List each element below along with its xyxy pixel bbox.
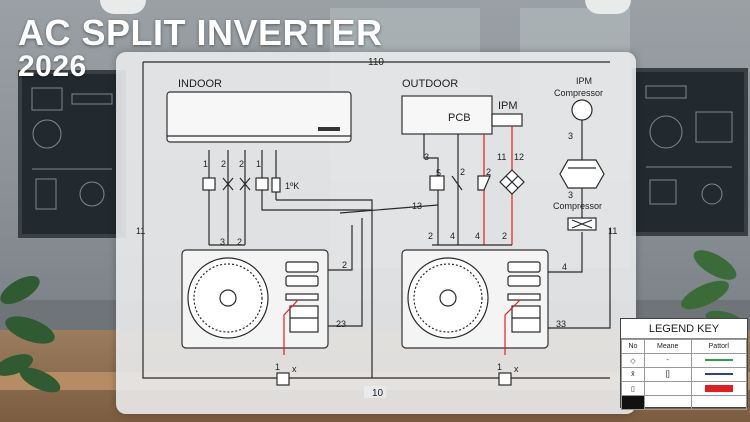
label-comp-3a: 3 — [568, 131, 573, 141]
label-comp-3b: 3 — [568, 190, 573, 200]
label-out-3: 3 — [424, 152, 429, 162]
legend-meaning: [] — [643, 367, 692, 382]
page-title: AC SPLIT INVERTER 2026 — [18, 14, 383, 82]
label-mid-2: 2 — [342, 260, 347, 270]
outdoor-label: OUTDOOR — [402, 78, 458, 90]
legend-pattern — [690, 395, 748, 410]
compressor-assembly — [559, 99, 605, 231]
legend-row: ■ — [621, 395, 748, 410]
legend-title: LEGEND KEY — [621, 319, 747, 339]
label-indoor-1b: 1 — [256, 159, 261, 169]
label-out-33: 33 — [556, 319, 566, 329]
bottom-switch-left — [276, 372, 290, 386]
legend-symbol: ◇ — [621, 353, 645, 368]
pcb-label: PCB — [448, 112, 471, 124]
label-out-4c: 4 — [562, 262, 567, 272]
label-out-5: 5 — [436, 168, 441, 178]
legend-meaning — [643, 395, 692, 410]
label-bot-xa: x — [292, 364, 297, 374]
label-out-4b: 4 — [475, 231, 480, 241]
ipm-compressor-sub-label: Compressor — [554, 88, 603, 98]
label-indoor-1pk: 1ºK — [285, 181, 299, 191]
label-bot-xb: x — [514, 364, 519, 374]
indoor-unit — [166, 91, 352, 143]
legend-pattern — [690, 367, 748, 382]
legend-meaning — [643, 381, 692, 396]
label-mid-23: 23 — [336, 319, 346, 329]
ipm-label: IPM — [498, 100, 518, 112]
crossover-wiring — [276, 199, 439, 378]
compressor-label: Compressor — [553, 201, 602, 211]
label-indoor-1: 1 — [203, 159, 208, 169]
legend-swatch — [705, 401, 733, 403]
pcb-box — [401, 95, 493, 135]
legend-symbol: ▯ — [621, 381, 645, 396]
ceiling-lamp — [585, 0, 631, 14]
outdoor-unit-left — [181, 249, 329, 355]
label-wire-left: 11 — [136, 226, 145, 236]
title-line-2: 2026 — [18, 50, 87, 83]
label-wire-right: 11 — [608, 226, 617, 236]
label-indoor-2b: 2 — [239, 159, 244, 169]
plant-left — [0, 276, 61, 393]
ipm-compressor-top-label: IPM — [576, 76, 592, 86]
legend-swatch — [704, 359, 733, 362]
legend-swatch — [704, 384, 733, 392]
legend-key: LEGEND KEY No Meane Pattorl ◇ - x̄ [] ▯ … — [620, 318, 748, 410]
legend-row: ▯ — [621, 381, 748, 396]
label-out-2b: 2 — [486, 167, 491, 177]
legend-row: x̄ [] — [621, 367, 748, 382]
label-indoor-2a: 2 — [221, 159, 226, 169]
label-indoor-3: 3 — [220, 237, 225, 247]
label-bot-1a: 1 — [275, 362, 280, 372]
label-wire-top: 110 — [368, 57, 384, 68]
indoor-wiring — [202, 150, 372, 246]
outdoor-wiring — [423, 126, 525, 246]
legend-swatch — [704, 373, 733, 376]
label-out-11: 11 — [497, 152, 506, 162]
legend-row: ◇ - — [621, 353, 748, 368]
ipm-connector — [491, 113, 523, 127]
wire-left-bottom — [142, 62, 610, 379]
legend-table: No Meane Pattorl ◇ - x̄ [] ▯ ■ — [621, 339, 748, 410]
label-out-2a: 2 — [460, 167, 465, 177]
label-bot-1b: 1 — [497, 362, 502, 372]
legend-meaning: - — [643, 353, 692, 368]
label-wire-bottom: 10 — [372, 388, 384, 399]
label-out-12: 12 — [514, 152, 524, 162]
label-out-2c: 2 — [428, 231, 433, 241]
label-out-4a: 4 — [450, 231, 455, 241]
ceiling-lamp — [100, 0, 146, 14]
label-mid-13: 13 — [412, 201, 422, 211]
legend-symbol: ■ — [621, 395, 645, 410]
label-out-2d: 2 — [502, 231, 507, 241]
legend-pattern — [690, 381, 748, 396]
label-indoor-2c: 2 — [237, 237, 242, 247]
outdoor-unit-right — [401, 232, 611, 355]
legend-header-meaning: Meane — [643, 339, 692, 354]
legend-pattern — [690, 353, 748, 368]
bottom-switch-right — [498, 372, 512, 386]
chalkboard-left — [18, 70, 126, 238]
indoor-label: INDOOR — [178, 78, 222, 90]
legend-header-pattern: Pattorl — [690, 339, 748, 354]
title-line-1: AC SPLIT INVERTER — [18, 12, 383, 53]
legend-header-no: No — [621, 339, 645, 354]
legend-symbol: x̄ — [621, 367, 645, 382]
